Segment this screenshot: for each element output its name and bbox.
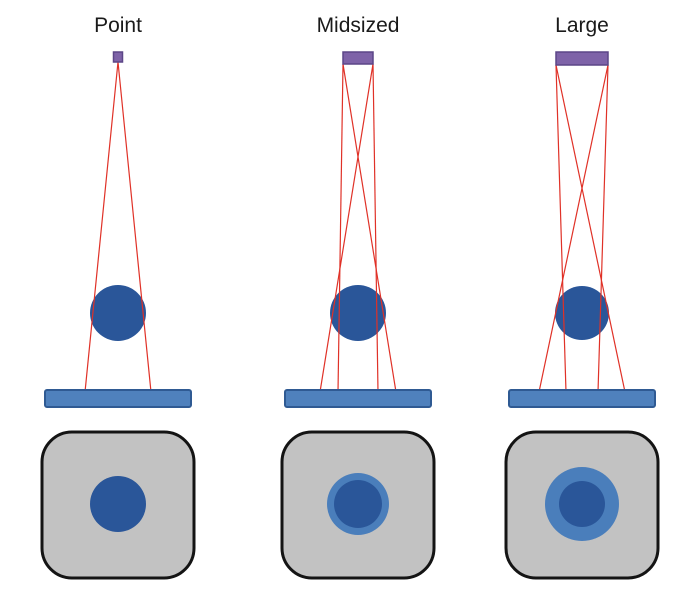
object-circle <box>90 285 146 341</box>
panel-point: Point <box>40 14 196 580</box>
umbra-circle <box>559 481 605 527</box>
umbra-circle <box>90 476 146 532</box>
beam-ray <box>342 63 397 393</box>
xray-source <box>555 51 609 66</box>
beam-ray <box>555 64 626 393</box>
umbra-circle <box>334 480 382 528</box>
panel-midsized: Midsized <box>280 14 436 580</box>
detector-bar <box>284 389 432 408</box>
detector-bar <box>508 389 656 408</box>
panel-large: Large <box>504 14 660 580</box>
beam-ray <box>319 63 374 393</box>
object-circle <box>555 286 609 340</box>
xray-source <box>342 51 374 65</box>
beam-ray <box>117 61 152 393</box>
beam-ray <box>538 64 609 393</box>
beam-ray <box>337 63 344 393</box>
beam-ray <box>597 64 609 393</box>
beam-ray <box>84 61 119 393</box>
detector-bar <box>44 389 192 408</box>
beam-ray <box>372 63 379 393</box>
beam-ray <box>555 64 567 393</box>
column-label: Midsized <box>317 14 400 37</box>
column-label: Large <box>555 14 609 37</box>
xray-source <box>112 51 124 63</box>
column-label: Point <box>94 14 142 37</box>
object-circle <box>330 285 386 341</box>
